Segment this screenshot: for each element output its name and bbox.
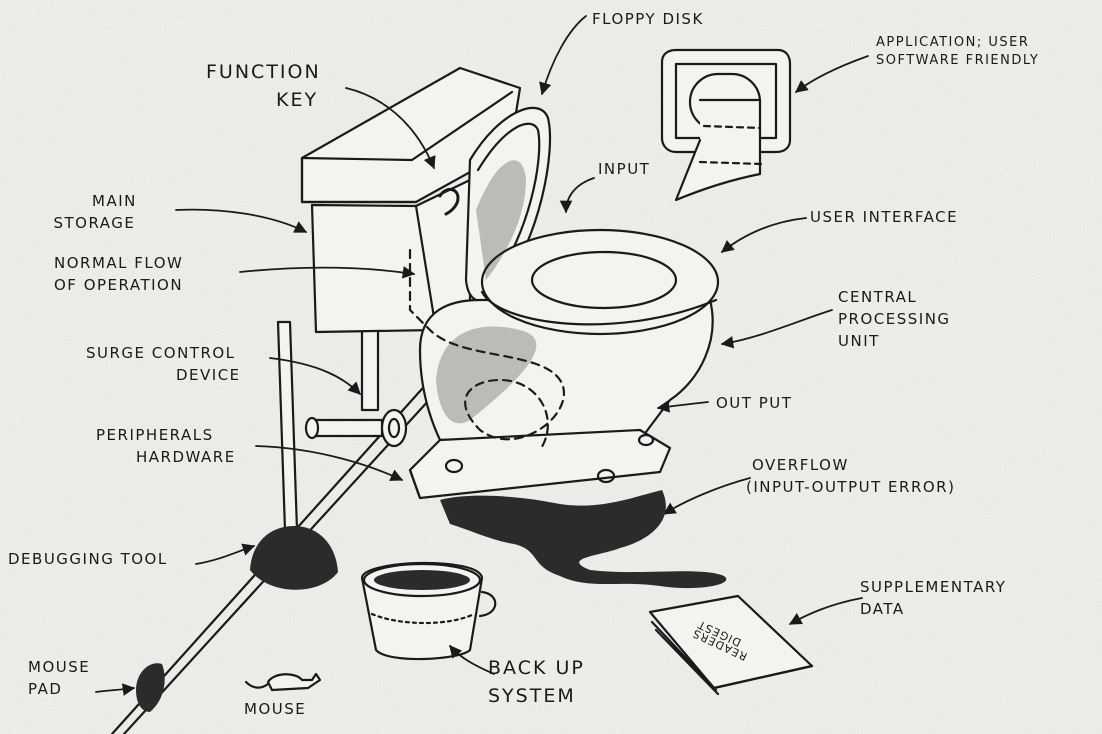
valve-ring — [382, 410, 406, 446]
label-normal-flow: NORMAL FLOW OF OPERATION — [54, 252, 183, 296]
label-overflow: OVERFLOW (INPUT-OUTPUT ERROR) — [746, 454, 955, 498]
label-cpu: CENTRAL PROCESSING UNIT — [838, 286, 951, 352]
label-application: APPLICATION; USER SOFTWARE FRIENDLY — [876, 34, 1039, 70]
valve-knob — [306, 418, 318, 438]
label-backup-system: BACK UP SYSTEM — [488, 654, 585, 710]
label-mouse-pad: MOUSE PAD — [28, 656, 90, 700]
bucket-contents — [374, 570, 470, 590]
water-pipe — [362, 330, 378, 410]
label-output: OUT PUT — [716, 392, 792, 414]
label-main-storage: MAIN STORAGE — [52, 190, 137, 234]
pipe-valve — [312, 420, 382, 436]
label-input: INPUT — [598, 158, 650, 180]
label-mouse: MOUSE — [244, 698, 306, 720]
label-user-interface: USER INTERFACE — [810, 206, 958, 228]
label-supplementary-data: SUPPLEMENTARY DATA — [860, 576, 1006, 620]
label-floppy-disk: FLOPPY DISK — [592, 8, 704, 30]
label-debugging-tool: DEBUGGING TOOL — [8, 548, 168, 570]
label-function-key: FUNCTION KEY — [206, 58, 321, 114]
label-surge-control: SURGE CONTROL DEVICE — [86, 342, 241, 386]
label-peripherals: PERIPHERALS HARDWARE — [96, 424, 236, 468]
toilet-seat — [482, 230, 718, 334]
